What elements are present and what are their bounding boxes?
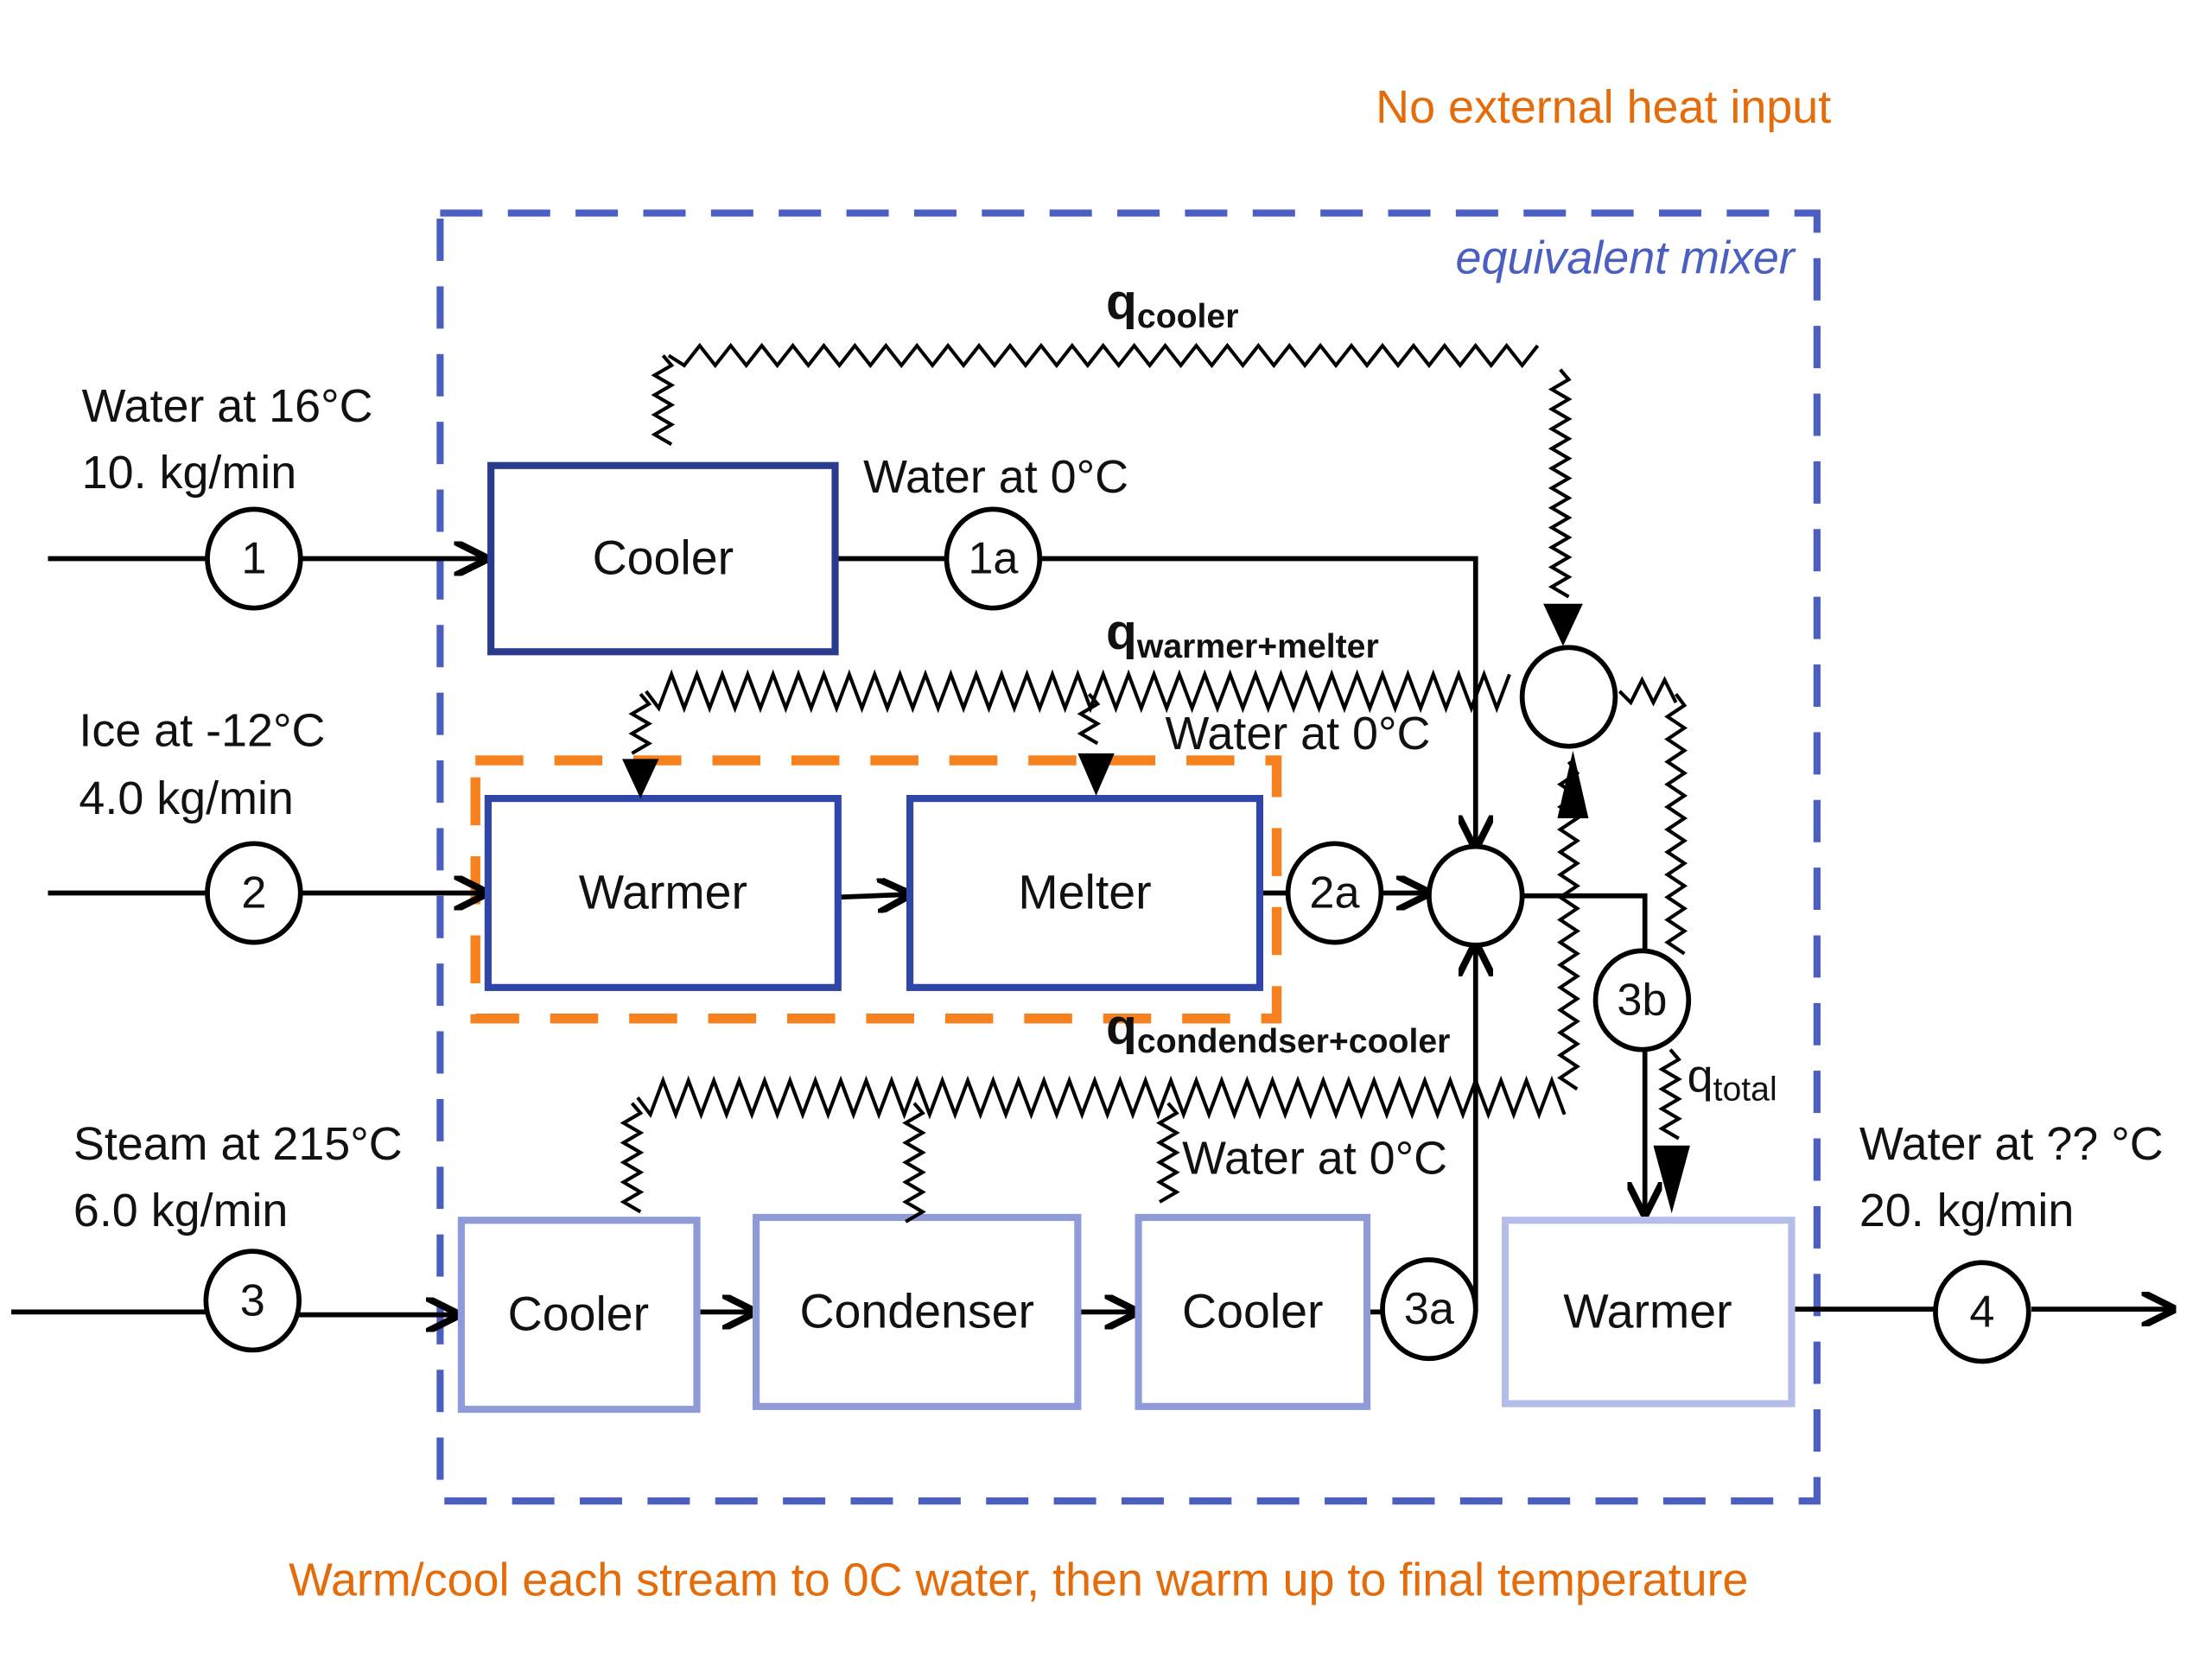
stream-3-flow: 6.0 kg/min xyxy=(73,1185,288,1236)
stream-mixer-junction[interactable] xyxy=(1427,843,1525,948)
heat-mixer-junction[interactable] xyxy=(1519,645,1618,749)
warmer-unit[interactable]: Warmer xyxy=(484,795,842,991)
svg-text:4: 4 xyxy=(1969,1287,1994,1337)
svg-text:1a: 1a xyxy=(968,534,1019,584)
q-cooler-heat-line xyxy=(651,342,1573,599)
q-condenser-cooler-heat-line xyxy=(620,760,1580,1224)
stream-1a-line xyxy=(835,556,1476,847)
warmer-to-melter-line xyxy=(837,894,909,897)
q-condenser-cooler-label: qcondendser+cooler xyxy=(1106,999,1450,1060)
svg-text:Warmer: Warmer xyxy=(1563,1284,1732,1338)
svg-text:Cooler: Cooler xyxy=(593,531,734,584)
svg-text:2a: 2a xyxy=(1309,868,1360,918)
q-melter-arrowhead xyxy=(1077,753,1115,796)
svg-text:Condenser: Condenser xyxy=(799,1284,1034,1338)
q-condenser-arrowhead xyxy=(1557,750,1589,818)
q-total-heat-line xyxy=(1658,1048,1682,1141)
equivalent-mixer-boundary xyxy=(436,209,1821,1505)
stream-1-flow: 10. kg/min xyxy=(82,447,296,499)
node-2[interactable]: 2 xyxy=(205,841,303,945)
svg-text:Cooler: Cooler xyxy=(1182,1284,1324,1338)
node-4[interactable]: 4 xyxy=(1933,1260,2031,1364)
condenser-unit[interactable]: Condenser xyxy=(753,1213,1082,1410)
stream-3b-line xyxy=(1523,893,1644,1213)
node-3a[interactable]: 3a xyxy=(1380,1257,1478,1362)
melter-unit[interactable]: Melter xyxy=(906,795,1264,991)
q-warmer-arrowhead xyxy=(622,759,659,799)
q-cooler-label: qcooler xyxy=(1106,274,1238,335)
final-warmer-unit[interactable]: Warmer xyxy=(1501,1217,1796,1408)
stream-2-temp: Ice at -12°C xyxy=(79,705,325,757)
svg-text:3b: 3b xyxy=(1617,976,1667,1026)
node-3[interactable]: 3 xyxy=(203,1249,302,1353)
node-2a[interactable]: 2a xyxy=(1285,841,1384,945)
water-3a-label: Water at 0°C xyxy=(1182,1132,1447,1184)
node-1a[interactable]: 1a xyxy=(944,506,1043,611)
node-1[interactable]: 1 xyxy=(205,506,303,611)
node-3b[interactable]: 3b xyxy=(1592,948,1692,1052)
equivalent-mixer-label: equivalent mixer xyxy=(1456,232,1796,284)
water-1a-label: Water at 0°C xyxy=(863,451,1128,503)
cooler-unit-3b[interactable]: Cooler xyxy=(1135,1213,1371,1410)
stream-2-flow: 4.0 kg/min xyxy=(79,772,293,824)
svg-text:3: 3 xyxy=(240,1275,265,1325)
svg-text:2: 2 xyxy=(241,868,266,918)
svg-text:1: 1 xyxy=(241,534,266,584)
cooler-unit-3a[interactable]: Cooler xyxy=(457,1217,701,1414)
stream-1-temp: Water at 16°C xyxy=(82,380,373,432)
cooler-unit-1[interactable]: Cooler xyxy=(487,461,839,656)
stream-3a-line xyxy=(1368,945,1476,1315)
svg-text:Warmer: Warmer xyxy=(579,865,747,918)
note-top: No external heat input xyxy=(1376,81,1831,133)
q-warmer-melter-heat-line xyxy=(628,669,1688,956)
q-cooler-arrowhead xyxy=(1543,603,1583,646)
stream-3-temp: Steam at 215°C xyxy=(73,1118,403,1170)
svg-text:3a: 3a xyxy=(1404,1284,1455,1334)
q-total-arrowhead xyxy=(1653,1145,1690,1214)
stream-3-line xyxy=(11,1312,457,1314)
stream-4-flow: 20. kg/min xyxy=(1859,1185,2074,1236)
svg-text:Cooler: Cooler xyxy=(508,1287,650,1341)
note-bottom: Warm/cool each stream to 0C water, then … xyxy=(289,1554,1748,1606)
water-2a-label: Water at 0°C xyxy=(1166,708,1431,760)
q-total-label: qtotal xyxy=(1688,1051,1777,1109)
svg-text:Melter: Melter xyxy=(1018,865,1151,918)
q-warmer-melter-label: qwarmer+melter xyxy=(1106,604,1379,665)
stream-4-temp: Water at ?? °C xyxy=(1859,1118,2164,1170)
